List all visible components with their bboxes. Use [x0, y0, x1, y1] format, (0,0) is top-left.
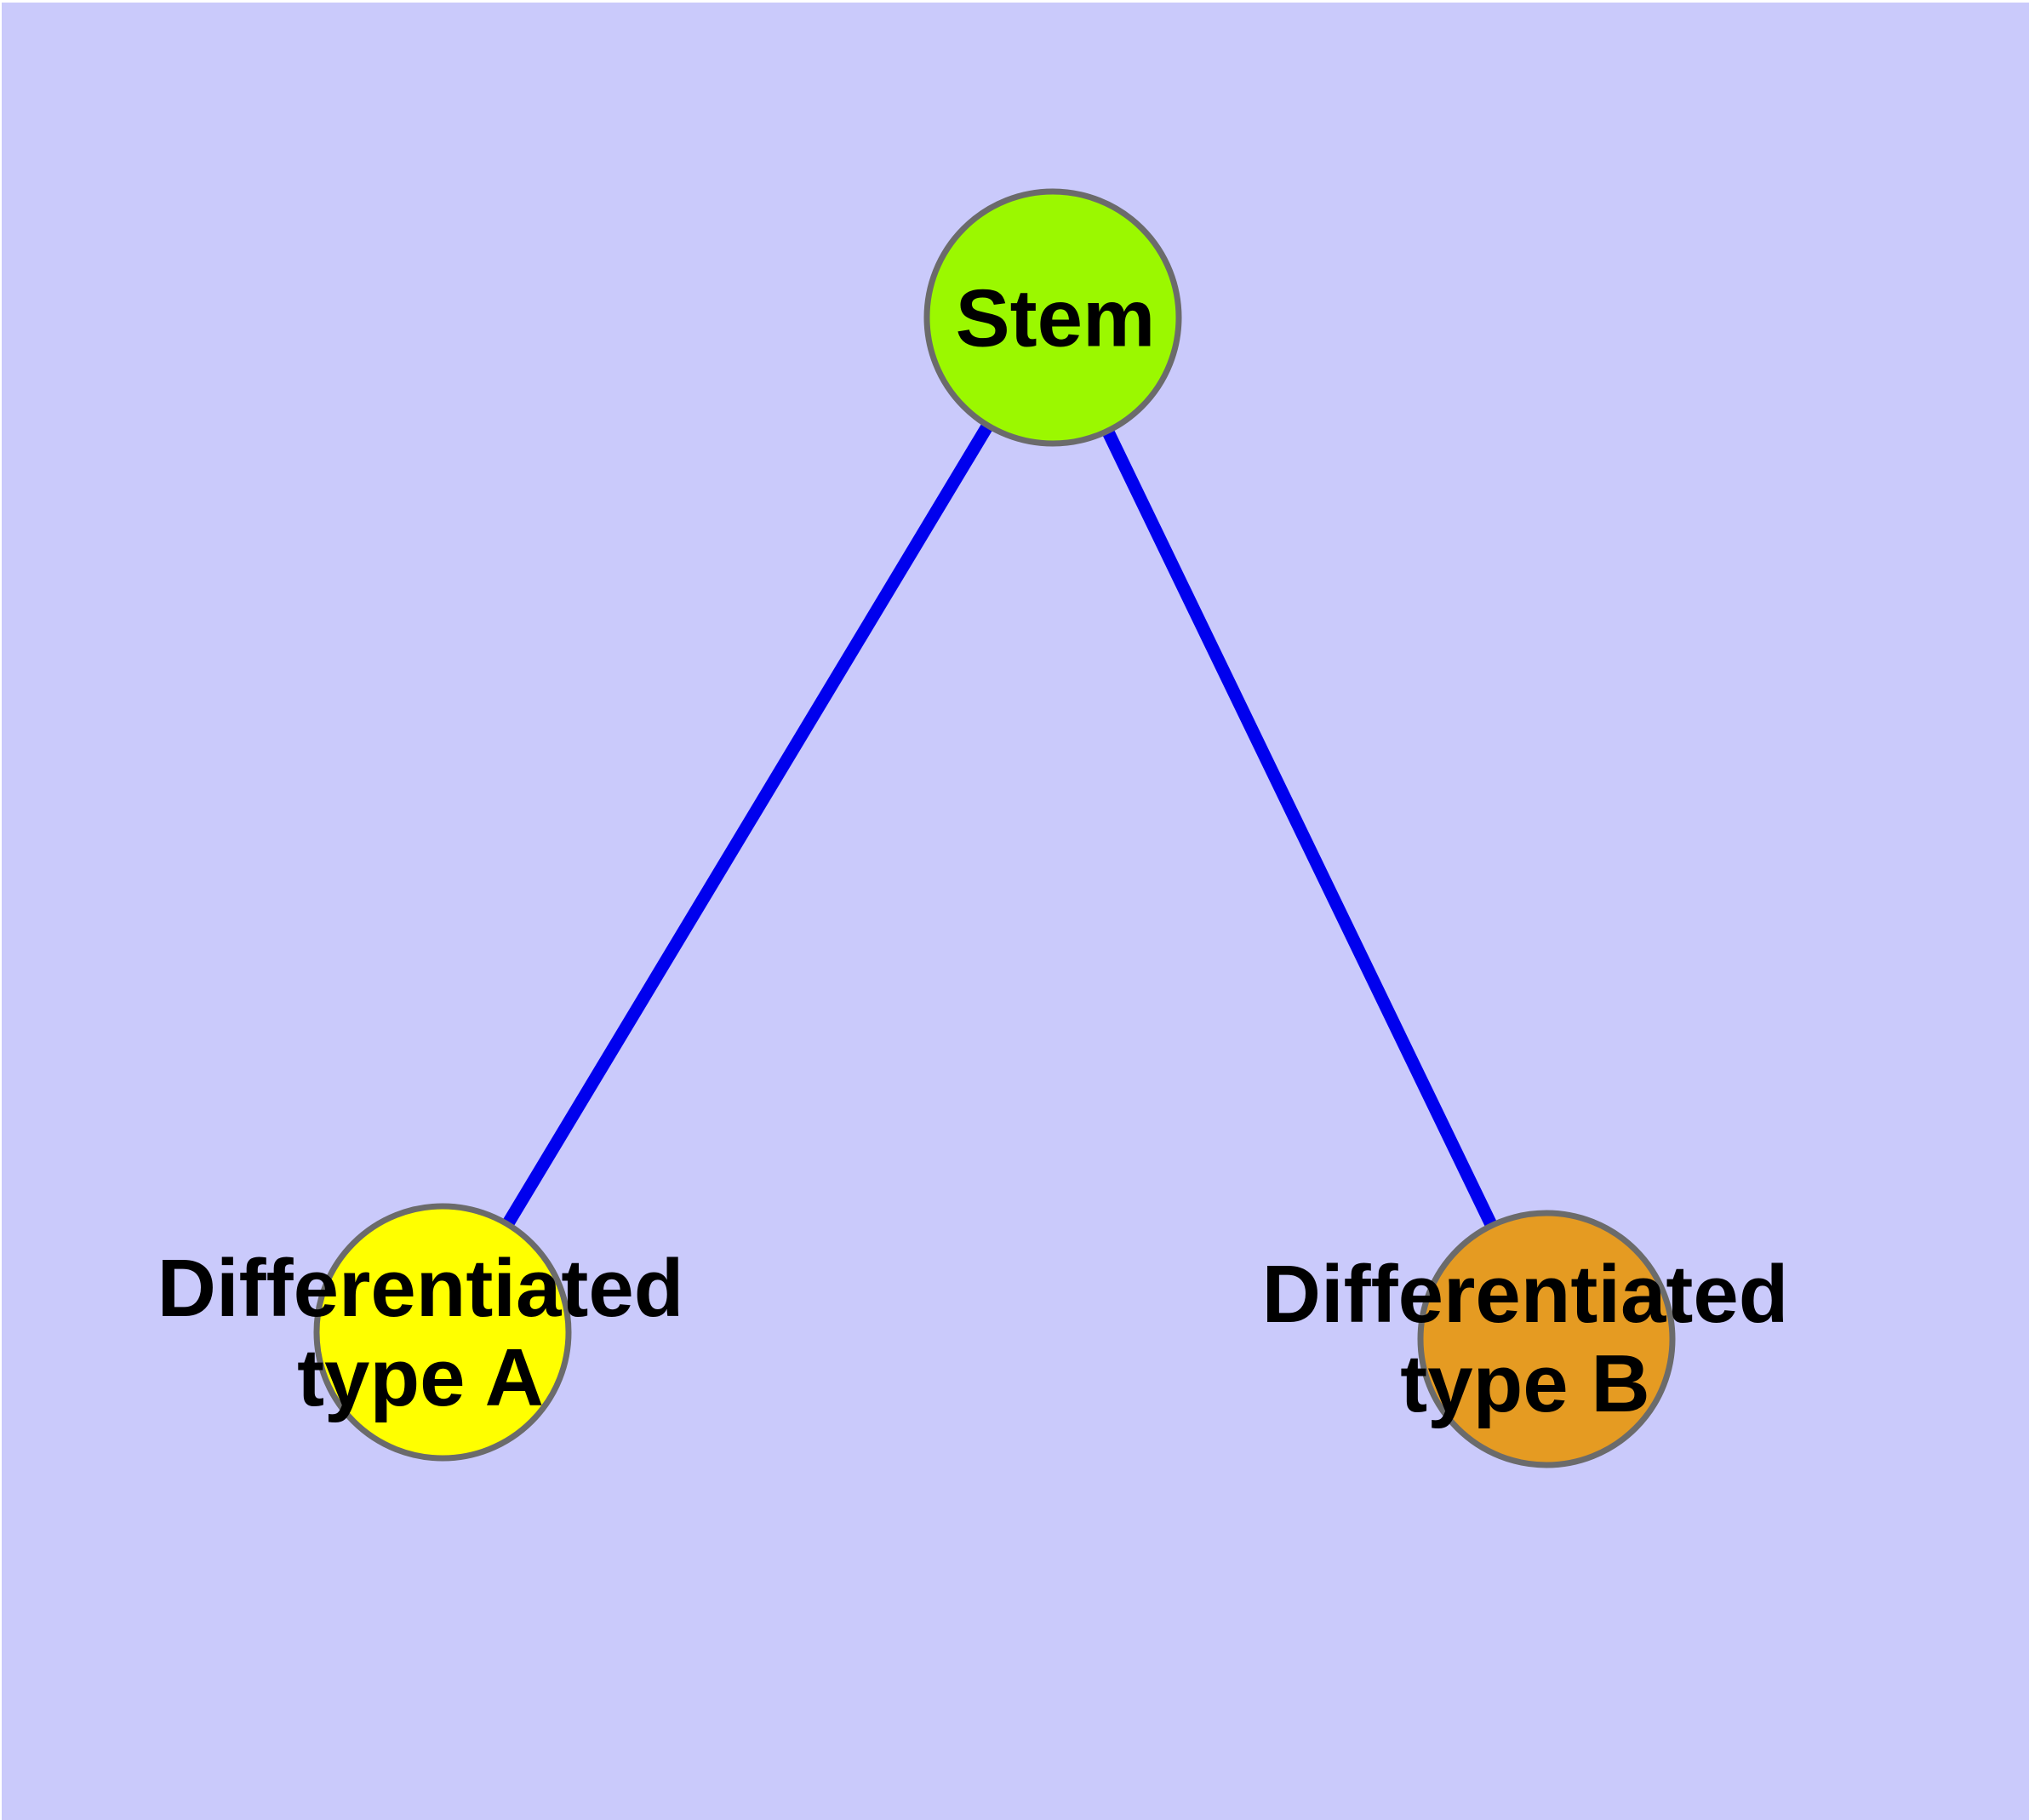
node-type-b-circle [1417, 1210, 1676, 1468]
edge-stem-to-type-b [1047, 314, 1552, 1342]
node-stem-label-text: Stem [955, 272, 1156, 364]
node-type-a-label-line2: type A [297, 1332, 544, 1423]
node-type-a-circle [313, 1203, 572, 1462]
node-type-a-label-line1: Differentiated [157, 1243, 684, 1334]
node-type-a-label: Differentiated type A [157, 1244, 684, 1422]
node-type-b-label-line1: Differentiated [1261, 1249, 1789, 1340]
node-type-b-label: Differentiated type B [1262, 1250, 1789, 1428]
node-stem-label: Stem [956, 274, 1156, 363]
node-type-b-label-line2: type B [1400, 1338, 1650, 1429]
node-stem-circle [923, 188, 1182, 447]
edge-stem-to-type-a [437, 314, 1059, 1336]
